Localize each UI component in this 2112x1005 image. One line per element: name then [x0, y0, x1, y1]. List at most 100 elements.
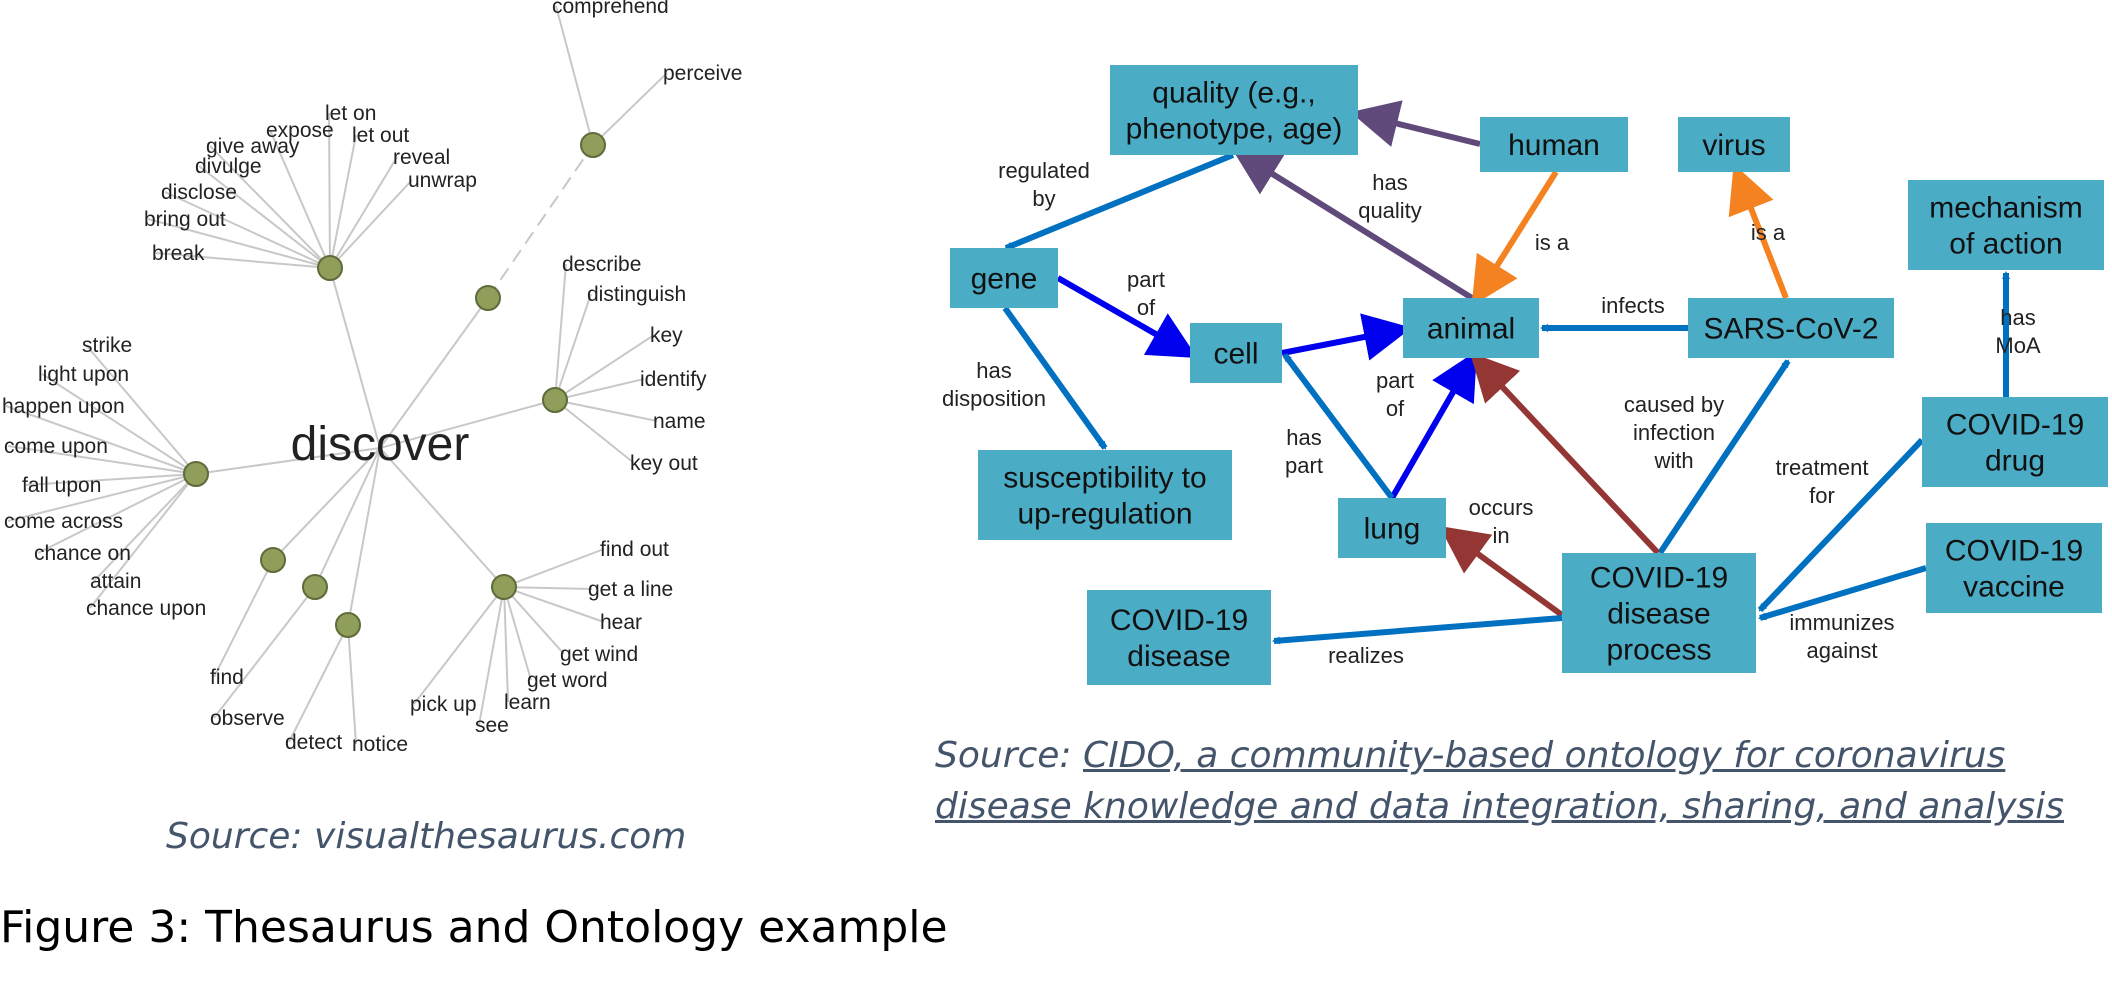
node-box — [1908, 180, 2104, 270]
word-link — [89, 473, 197, 609]
node-quality-e-g-phenotype-age[interactable]: quality (e.g.,phenotype, age) — [1110, 65, 1358, 155]
word-get-word[interactable]: get word — [527, 669, 608, 692]
meaning-node[interactable] — [542, 387, 568, 413]
word-link — [592, 72, 668, 146]
word-key[interactable]: key — [650, 324, 683, 347]
ontology-edge — [1002, 306, 1108, 450]
word-link — [41, 373, 197, 475]
meaning-node[interactable] — [317, 255, 343, 281]
ontology-edge — [1272, 615, 1563, 645]
word-bring-out[interactable]: bring out — [144, 208, 226, 231]
word-link — [37, 473, 197, 554]
word-link — [164, 191, 331, 269]
meaning-node[interactable] — [260, 547, 286, 573]
meaning-node[interactable] — [335, 612, 361, 638]
word-divulge[interactable]: divulge — [195, 155, 262, 178]
word-describe[interactable]: describe — [562, 253, 641, 276]
meaning-node[interactable] — [491, 574, 517, 600]
word-link — [413, 586, 505, 705]
word-comprehend[interactable]: comprehend — [552, 0, 669, 18]
center-link — [314, 447, 381, 588]
word-link — [329, 134, 357, 269]
word-link — [5, 405, 197, 475]
node-human[interactable]: human — [1480, 117, 1628, 172]
meaning-node[interactable] — [302, 574, 328, 600]
meaning-node[interactable] — [183, 461, 209, 487]
word-disclose[interactable]: disclose — [161, 181, 237, 204]
node-gene[interactable]: gene — [950, 248, 1058, 308]
word-come-upon[interactable]: come upon — [4, 435, 108, 458]
word-come-across[interactable]: come across — [4, 510, 123, 533]
word-fall-upon[interactable]: fall upon — [22, 474, 101, 497]
ontology-edge — [1757, 437, 1925, 613]
word-link — [329, 179, 413, 269]
word-notice[interactable]: notice — [352, 733, 408, 756]
word-chance-on[interactable]: chance on — [34, 542, 131, 565]
word-chance-upon[interactable]: chance upon — [86, 597, 206, 620]
word-unwrap[interactable]: unwrap — [408, 169, 477, 192]
word-strike[interactable]: strike — [82, 334, 132, 357]
word-link — [288, 624, 349, 743]
word-perceive[interactable]: perceive — [663, 62, 742, 85]
ontology-edge — [1281, 313, 1412, 361]
word-identify[interactable]: identify — [640, 368, 707, 391]
word-detect[interactable]: detect — [285, 731, 342, 754]
word-name[interactable]: name — [653, 410, 706, 433]
word-give-away[interactable]: give away — [206, 135, 300, 158]
word-link — [85, 344, 197, 475]
word-reveal[interactable]: reveal — [393, 146, 450, 169]
word-find[interactable]: find — [210, 666, 244, 689]
word-break[interactable]: break — [152, 242, 205, 265]
source-link[interactable]: CIDO, a community-based ontology for cor… — [935, 735, 2065, 827]
node-cell[interactable]: cell — [1190, 323, 1282, 383]
word-link — [155, 252, 331, 269]
word-distinguish[interactable]: distinguish — [587, 283, 686, 306]
word-observe[interactable]: observe — [210, 707, 285, 730]
dashed-link — [487, 144, 594, 299]
ontology-edge — [1728, 163, 1789, 300]
word-let-on[interactable]: let on — [325, 102, 376, 125]
word-link — [554, 399, 635, 464]
meaning-node[interactable] — [580, 132, 606, 158]
ontology-edge — [1469, 352, 1661, 556]
word-link — [25, 473, 197, 486]
word-happen-upon[interactable]: happen upon — [2, 395, 125, 418]
word-learn[interactable]: learn — [504, 691, 551, 714]
ontology-edge — [1282, 353, 1395, 500]
thesaurus-source: Source: visualthesaurus.com — [166, 816, 687, 857]
center-link — [347, 447, 381, 626]
node-box — [1110, 65, 1358, 155]
node-sars-cov-2[interactable]: SARS-CoV-2 — [1688, 298, 1894, 358]
node-lung[interactable]: lung — [1338, 498, 1446, 558]
node-box — [1678, 117, 1790, 172]
meaning-node[interactable] — [475, 285, 501, 311]
word-find-out[interactable]: find out — [600, 538, 669, 561]
word-hear[interactable]: hear — [600, 611, 642, 634]
node-virus[interactable]: virus — [1678, 117, 1790, 172]
word-link — [554, 263, 567, 401]
word-pick-up[interactable]: pick up — [410, 693, 477, 716]
word-get-wind[interactable]: get wind — [560, 643, 638, 666]
word-get-a-line[interactable]: get a line — [588, 578, 673, 601]
figure-caption: Figure 3: Thesaurus and Ontology example — [0, 902, 948, 953]
word-link — [7, 473, 197, 522]
word-see[interactable]: see — [475, 714, 509, 737]
word-let-out[interactable]: let out — [352, 124, 409, 147]
word-expose[interactable]: expose — [266, 119, 334, 142]
word-key-out[interactable]: key out — [630, 452, 698, 475]
node-animal[interactable]: animal — [1403, 298, 1539, 358]
word-light-upon[interactable]: light upon — [38, 363, 129, 386]
word-attain[interactable]: attain — [90, 570, 141, 593]
word-link — [503, 586, 565, 655]
